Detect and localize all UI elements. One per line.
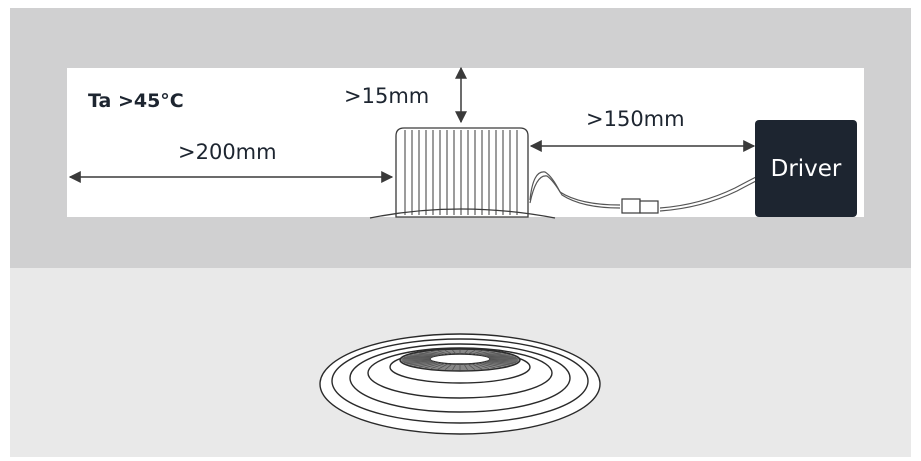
driver-distance-label: >150mm	[586, 107, 685, 131]
top-clearance-label: >15mm	[344, 84, 429, 108]
cable-connector	[622, 199, 658, 213]
driver-label: Driver	[771, 156, 842, 182]
side-clearance-label: >200mm	[178, 140, 277, 164]
ambient-temp-label: Ta >45°C	[88, 90, 184, 112]
downlight-bottom-view	[320, 334, 600, 434]
heatsink	[396, 128, 528, 217]
